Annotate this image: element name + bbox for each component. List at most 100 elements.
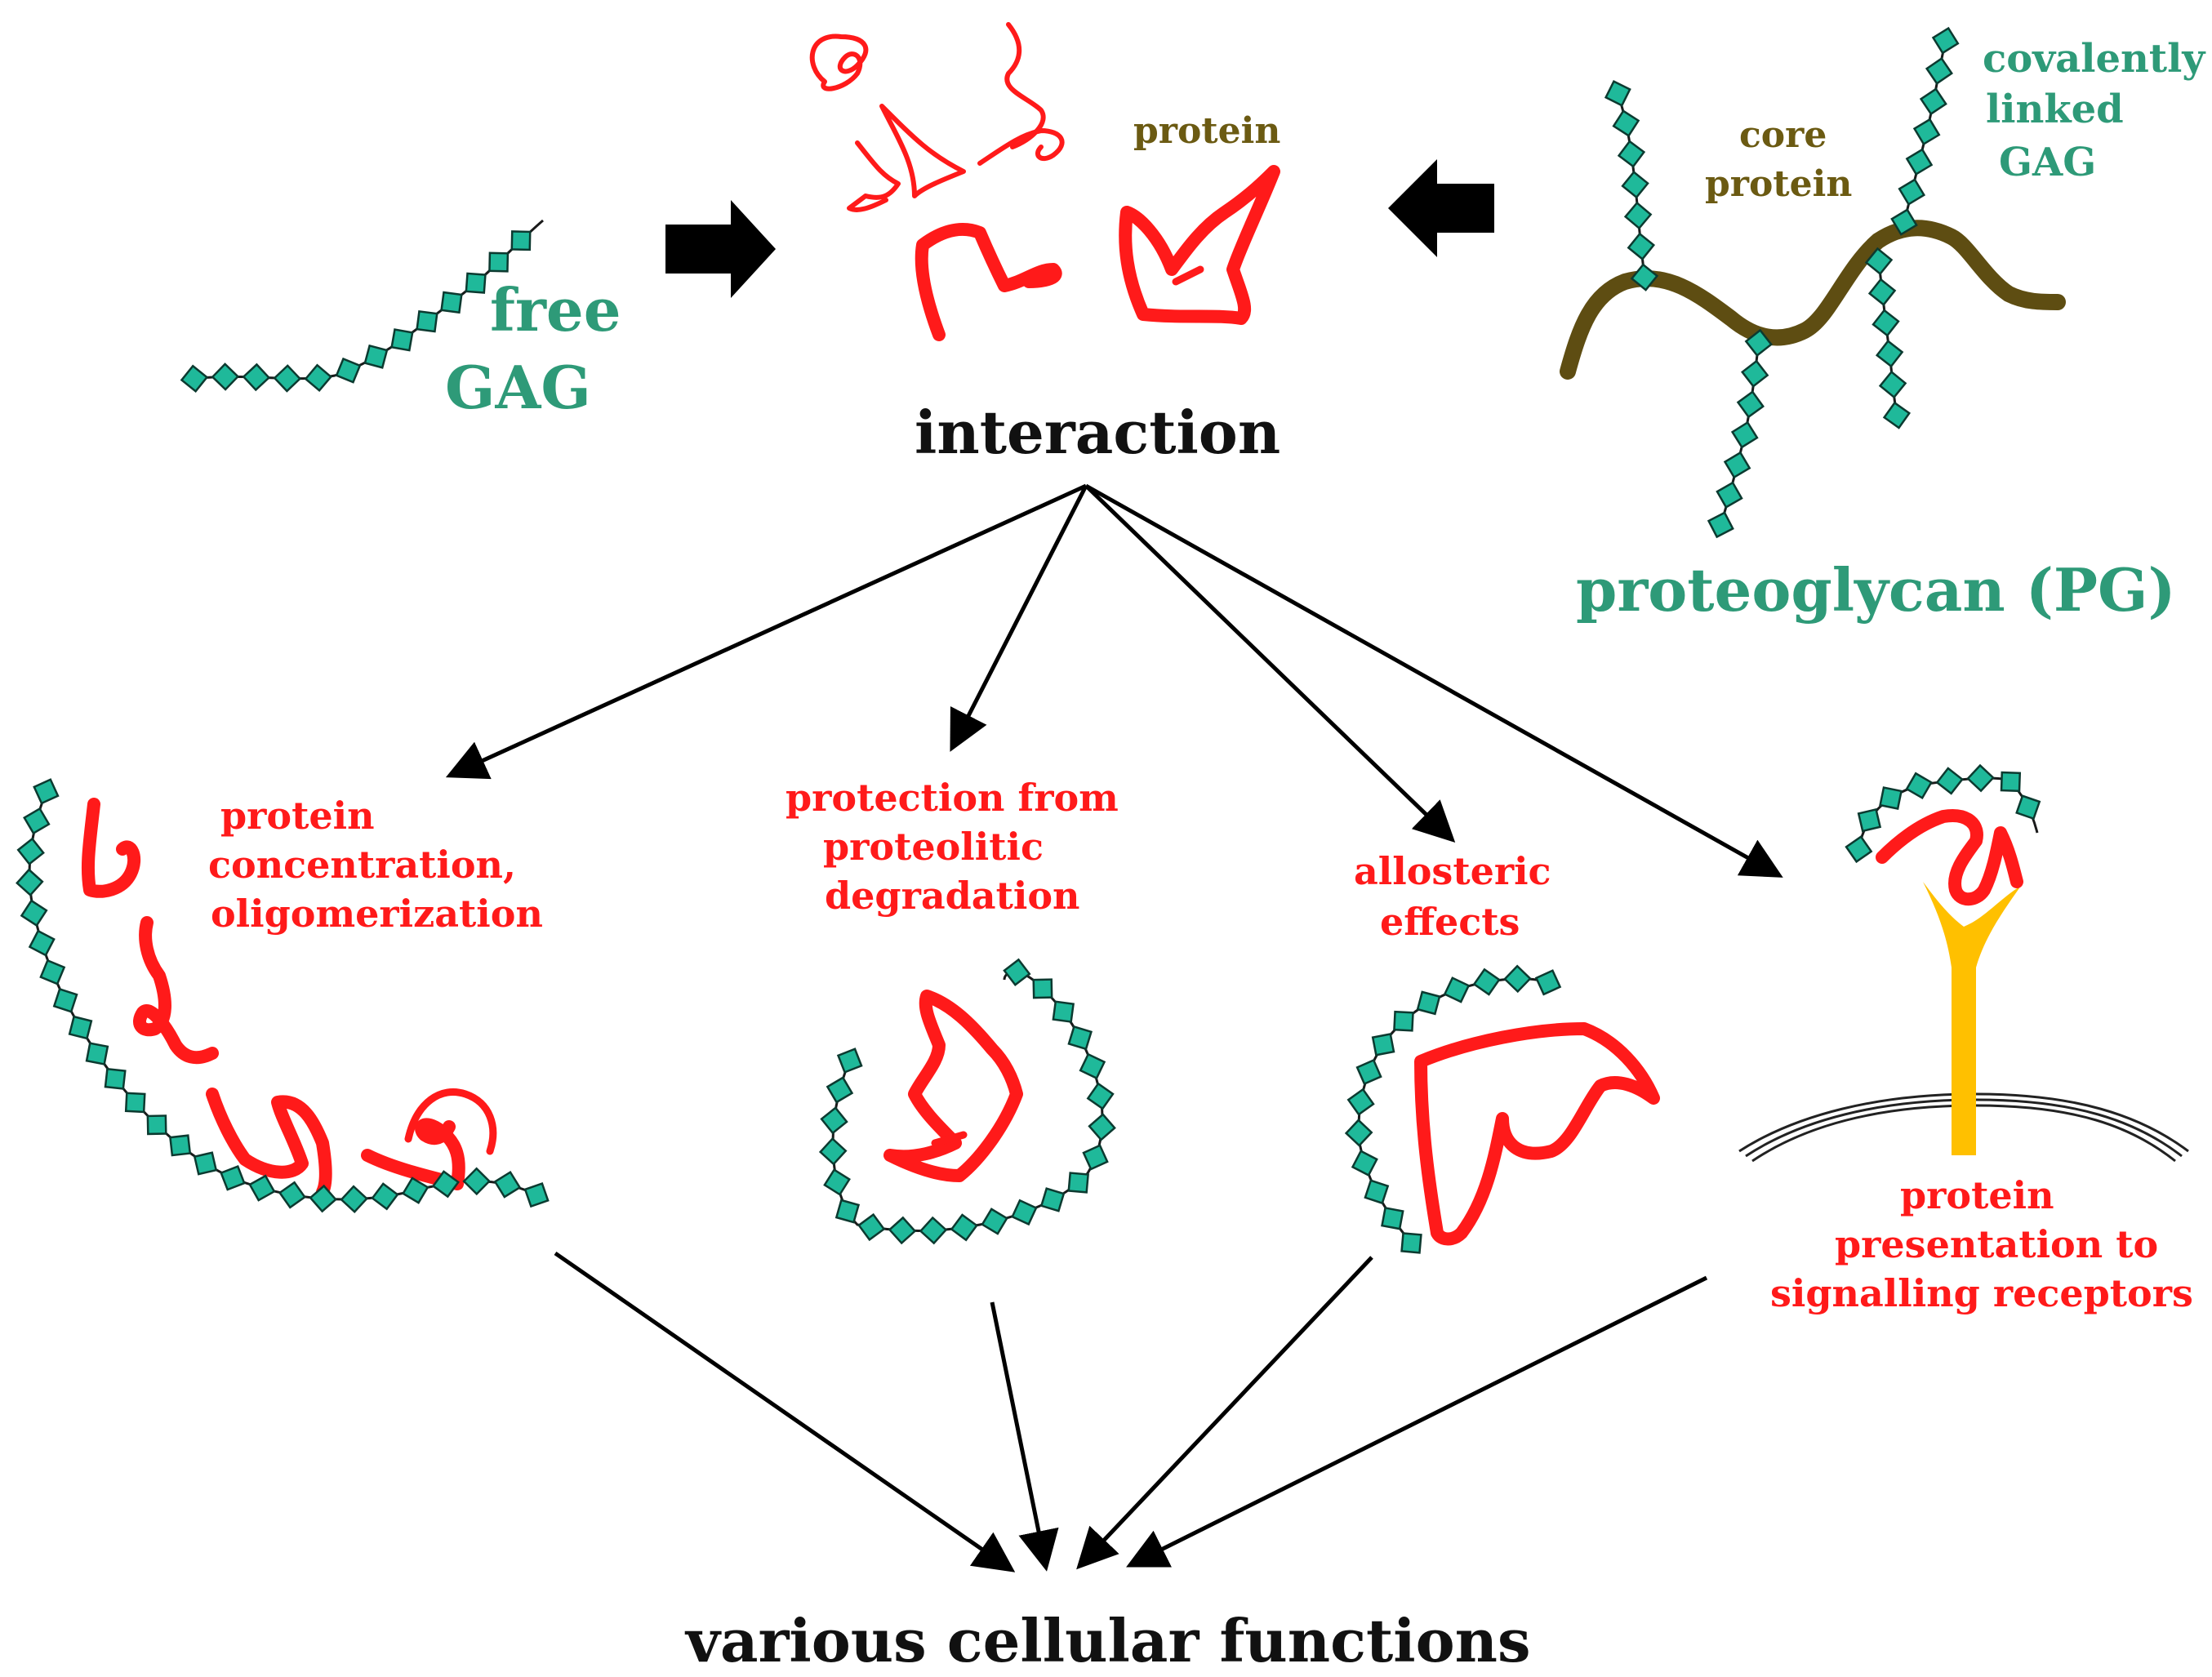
gag-bead [493,1170,522,1199]
gag-bead [33,778,60,805]
protein-label: protein [1133,110,1280,152]
gag-bead [1890,208,1918,236]
gag-bead [211,363,240,391]
gag-bead [85,1042,109,1065]
gag-bead [1730,420,1759,449]
gag-bead [836,1048,863,1074]
cellular-functions-label: various cellular functions [684,1606,1530,1675]
gag-bead [1472,968,1501,996]
free-gag-label-line1: free [490,275,621,345]
gag-bead [1039,1187,1066,1212]
gag-bead [1740,359,1769,388]
gag-bead [390,328,414,352]
protection-label-line3: degradation [825,874,1079,918]
gag-bead [1364,1179,1390,1205]
gag-bead [416,309,438,333]
gag-bead [146,1114,167,1136]
gag-bead [363,344,389,369]
gag-bead [1351,1150,1378,1177]
gag-bead [1052,1000,1075,1023]
gag-bead [1612,109,1640,137]
block-arrow-left [1388,159,1494,257]
interaction-arrows [445,483,1783,878]
gag-bead [1723,451,1751,479]
gag-bead [340,1185,368,1214]
gag-bead [835,1199,861,1224]
gag-bead [1344,1119,1373,1147]
gag-bead [1857,807,1882,833]
gag-bead [1617,140,1646,168]
gag-bead [1867,278,1897,306]
gag-bead [2000,771,2022,793]
gag-bead [273,364,302,393]
gag-bead [371,1182,399,1211]
gag-bead [193,1151,218,1176]
covalently-linked-gag-line3: GAG [1999,140,2096,185]
gag-bead [1931,26,1960,55]
gag-bead [180,364,209,393]
core-protein-label-line1: core [1739,114,1827,156]
gag-bead [431,1170,461,1199]
gag-bead [1744,328,1773,358]
gag-bead [335,357,362,384]
gag-bead [823,1168,851,1196]
gag-bead [20,899,48,927]
gag-bead [1845,835,1873,864]
gag-bead [1416,990,1441,1016]
allosteric-label-line1: allosteric [1354,849,1551,893]
block-arrow-right [665,200,776,298]
allosteric-label-line2: effects [1380,900,1520,944]
interaction-label: interaction [915,398,1280,467]
concentration-label-line1: protein [220,794,375,838]
gag-bead [242,363,271,392]
gag-bead [1935,767,1964,795]
gag-bead [1882,401,1912,429]
receptor-head [1923,882,2021,968]
gag-bead [1736,390,1765,419]
gag-bead [1919,87,1947,116]
gag-bead [1400,1232,1422,1254]
gag-bead [1086,1082,1115,1110]
proteoglycan-label: proteoglycan (PG) [1576,555,2176,625]
concentration-label-line2: concentration, [208,843,516,887]
gag-bead [1604,79,1631,107]
presentation-label-line3: signalling receptors [1770,1271,2193,1315]
gag-bead [401,1177,429,1204]
gag-bead [1032,978,1053,999]
gag-bead [52,987,78,1013]
gag-bead [1898,178,1926,206]
gag-bead [1864,247,1894,276]
concentration-label-line3: oligomerization [211,892,543,936]
gag-bead [1503,964,1532,994]
presentation-label-line2: presentation to [1835,1222,2158,1266]
gag-bead [440,291,463,314]
gag-bead [1371,1033,1395,1056]
gag-bead [1534,969,1562,996]
gag-bead [1912,118,1941,146]
gag-bead [1088,1113,1116,1141]
gag-bead [818,1137,848,1166]
free-gag-label-line2: GAG [445,353,591,422]
presentation-illustration [1738,776,2189,1163]
gag-bead [1707,511,1734,539]
gag-bead [1875,339,1904,368]
gag-bead [1716,481,1743,509]
covalently-linked-gag-line1: covalently [1983,36,2206,82]
gag-bead [248,1174,276,1202]
gag-bead [104,1067,127,1090]
free-proteins [809,22,1280,341]
gag-bead [950,1213,978,1242]
gag-bead [309,1184,337,1213]
gag-bead [1966,763,1995,793]
gag-bead [523,1181,550,1208]
gag-bead [826,1076,854,1104]
covalently-linked-gag-line2: linked [1986,87,2124,132]
gag-bead [28,929,56,957]
gag-bead [23,807,51,835]
gag-bead [857,1212,886,1242]
function-arrows [554,1251,1708,1572]
gag-bead [919,1216,948,1245]
gag-bead [1879,786,1903,810]
presentation-label-line1: protein [1900,1173,2054,1217]
